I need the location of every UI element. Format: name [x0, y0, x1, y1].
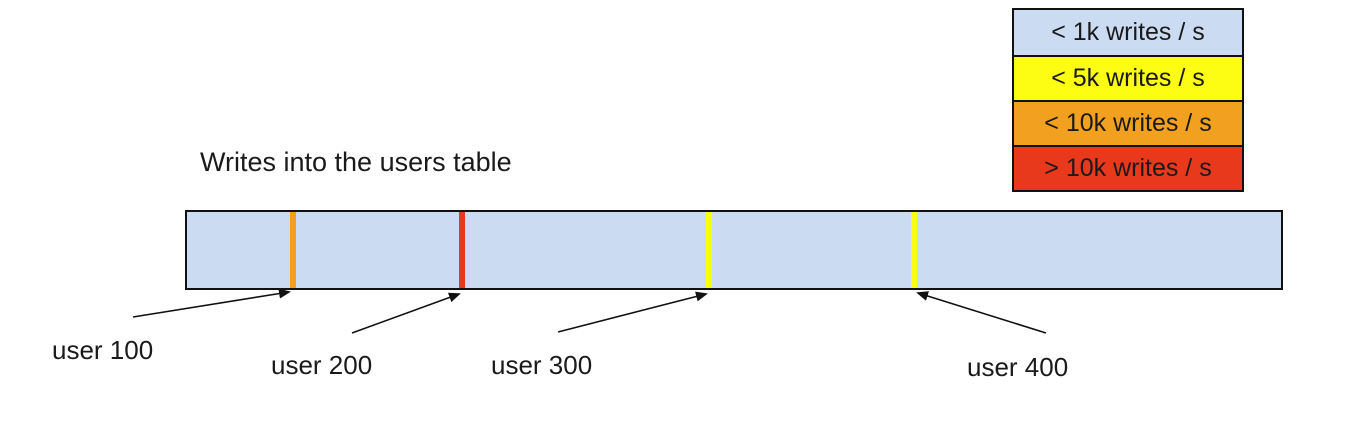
legend-item-lt-10k: < 10k writes / s — [1014, 100, 1242, 145]
write-hotspot-user-100 — [290, 212, 296, 288]
arrow-user-100 — [132, 288, 291, 318]
arrow-user-200 — [351, 292, 461, 334]
write-hotspot-user-400 — [911, 212, 917, 288]
label-user-100: user 100 — [52, 335, 154, 365]
write-hotspot-user-300 — [706, 212, 712, 288]
legend-item-gt-10k: > 10k writes / s — [1014, 145, 1242, 190]
users-table-bar — [185, 210, 1283, 290]
arrow-user-400 — [916, 291, 1047, 334]
arrow-user-300 — [557, 291, 708, 333]
diagram-title: Writes into the users table — [200, 147, 512, 177]
legend-item-lt-5k: < 5k writes / s — [1014, 55, 1242, 100]
write-hotspot-user-200 — [459, 212, 465, 288]
label-user-400: user 400 — [967, 352, 1069, 382]
label-user-200: user 200 — [271, 350, 373, 380]
legend: < 1k writes / s < 5k writes / s < 10k wr… — [1012, 8, 1244, 192]
legend-item-lt-1k: < 1k writes / s — [1014, 10, 1242, 55]
label-user-300: user 300 — [491, 350, 593, 380]
